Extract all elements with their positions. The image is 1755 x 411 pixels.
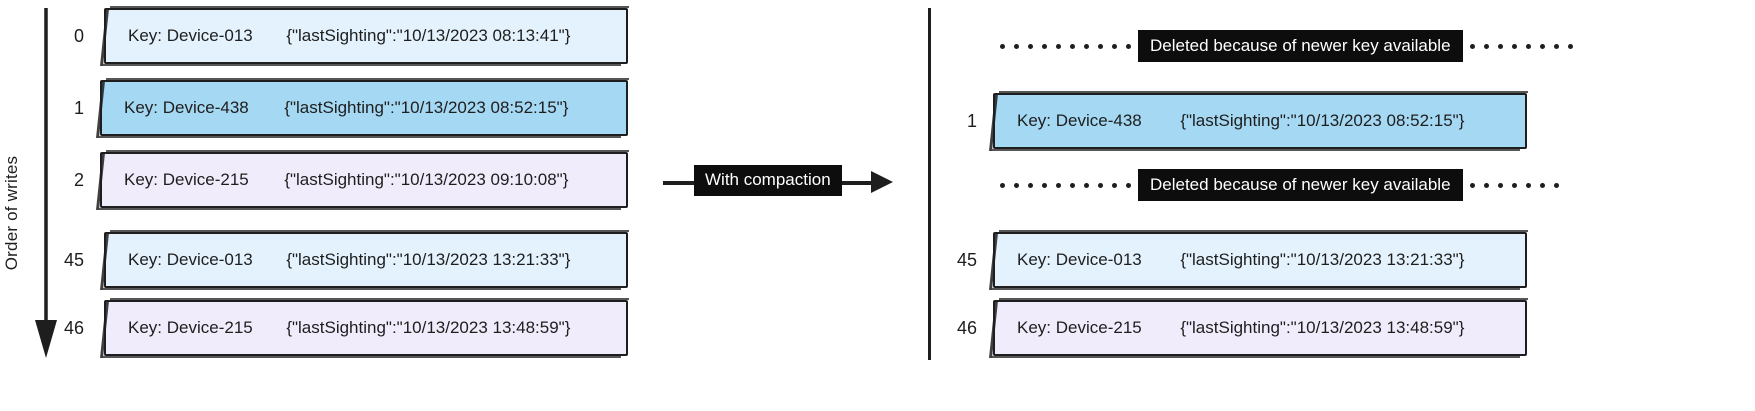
record-box[interactable]: Key: Device-438 {"lastSighting":"10/13/2…: [989, 91, 1528, 151]
record-box[interactable]: Key: Device-013 {"lastSighting":"10/13/2…: [100, 6, 629, 66]
record-value: {"lastSighting":"10/13/2023 13:21:33"}: [1180, 250, 1465, 269]
record-index: 2: [73, 170, 84, 190]
record-box[interactable]: Key: Device-215 {"lastSighting":"10/13/2…: [96, 150, 629, 210]
sketch-edge: [96, 153, 105, 210]
deleted-label: Deleted because of newer key available: [1138, 29, 1463, 63]
sketch-edge: [989, 94, 998, 151]
panel-divider: [928, 8, 931, 360]
record-box[interactable]: Key: Device-215 {"lastSighting":"10/13/2…: [989, 298, 1528, 358]
dotted-line-right: [1463, 182, 1566, 188]
sketch-edge: [96, 81, 105, 138]
record-index: 1: [73, 98, 84, 118]
deleted-marker: Deleted because of newer key available: [993, 168, 1566, 202]
sketch-edge: [989, 233, 998, 290]
record-index: 46: [956, 318, 977, 338]
record-value: {"lastSighting":"10/13/2023 09:10:08"}: [284, 170, 569, 189]
dotted-line-left: [993, 43, 1138, 49]
record-key: Key: Device-215: [128, 318, 253, 337]
dotted-line-left: [993, 182, 1138, 188]
record-key: Key: Device-215: [1017, 318, 1142, 337]
record-box[interactable]: Key: Device-215 {"lastSighting":"10/13/2…: [100, 298, 629, 358]
sketch-edge: [100, 233, 109, 290]
record-index: 45: [63, 250, 84, 270]
record-value: {"lastSighting":"10/13/2023 08:52:15"}: [1180, 111, 1465, 130]
record-value: {"lastSighting":"10/13/2023 13:21:33"}: [286, 250, 571, 269]
record-index: 46: [63, 318, 84, 338]
deleted-marker: Deleted because of newer key available: [993, 29, 1580, 63]
record-key: Key: Device-438: [124, 98, 249, 117]
record-key: Key: Device-013: [128, 250, 253, 269]
with-compaction-arrow: With compaction: [663, 160, 903, 206]
record-box[interactable]: Key: Device-013 {"lastSighting":"10/13/2…: [100, 230, 629, 290]
record-value: {"lastSighting":"10/13/2023 13:48:59"}: [1180, 318, 1465, 337]
record-key: Key: Device-215: [124, 170, 249, 189]
record-key: Key: Device-438: [1017, 111, 1142, 130]
record-index: 45: [956, 250, 977, 270]
record-box[interactable]: Key: Device-438 {"lastSighting":"10/13/2…: [96, 78, 629, 138]
record-box[interactable]: Key: Device-013 {"lastSighting":"10/13/2…: [989, 230, 1528, 290]
dotted-line-right: [1463, 43, 1580, 49]
axis-label-order-of-writes: Order of writes: [2, 155, 21, 271]
sketch-edge: [989, 301, 998, 358]
right-arrow-icon: [871, 171, 893, 193]
sketch-edge: [100, 9, 109, 66]
sketch-edge: [100, 301, 109, 358]
down-arrow-icon: [35, 8, 57, 358]
deleted-label: Deleted because of newer key available: [1138, 168, 1463, 202]
record-value: {"lastSighting":"10/13/2023 08:52:15"}: [284, 98, 569, 117]
record-key: Key: Device-013: [128, 26, 253, 45]
record-key: Key: Device-013: [1017, 250, 1142, 269]
record-value: {"lastSighting":"10/13/2023 08:13:41"}: [286, 26, 571, 45]
record-index: 0: [73, 26, 84, 46]
with-compaction-label: With compaction: [694, 165, 842, 196]
record-index: 1: [966, 111, 977, 131]
record-value: {"lastSighting":"10/13/2023 13:48:59"}: [286, 318, 571, 337]
